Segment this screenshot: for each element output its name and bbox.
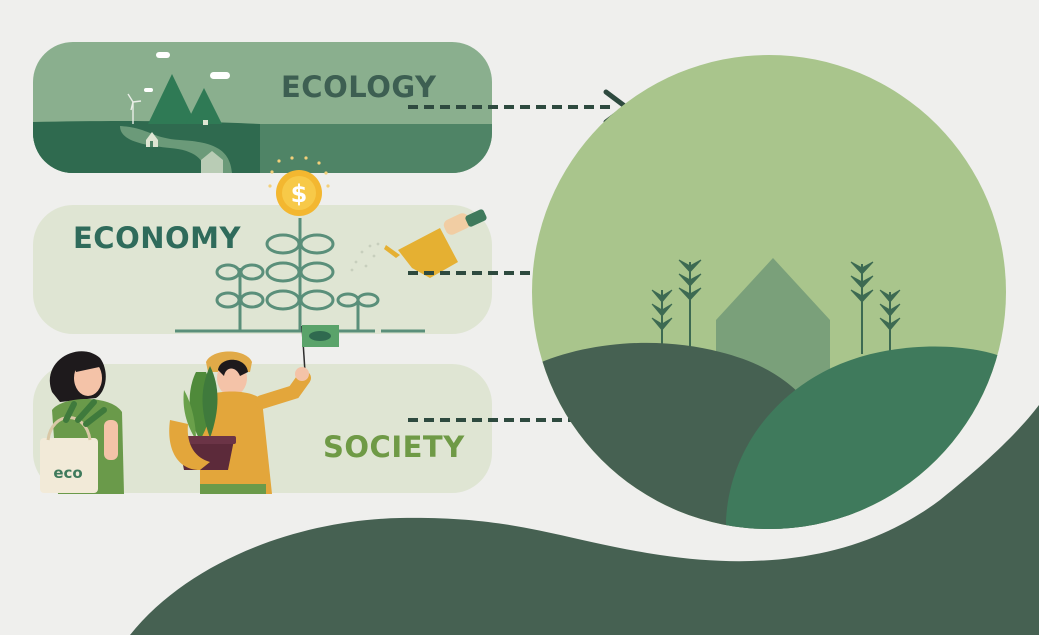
woman-with-eco-bag: eco <box>40 351 124 494</box>
society-label: SOCIETY <box>323 430 465 464</box>
leaf-flag-icon <box>301 325 339 373</box>
sustainability-circle <box>532 55 1006 529</box>
cloud-icon <box>156 52 170 58</box>
mountain-icon <box>148 74 196 124</box>
watering-can-icon <box>350 209 487 278</box>
ecology-label: ECOLOGY <box>281 70 437 104</box>
house-icon <box>201 151 223 173</box>
cloud-icon <box>144 88 153 92</box>
coin-icon: $ <box>268 156 330 216</box>
ecology-panel <box>33 42 492 173</box>
cloud-icon <box>210 72 230 79</box>
windmill-icon <box>127 93 142 124</box>
economy-label: ECONOMY <box>73 221 242 255</box>
mountain-icon <box>186 88 222 124</box>
eco-bag-label: eco <box>53 464 82 482</box>
bottom-wave <box>130 405 1039 635</box>
coin-symbol: $ <box>291 180 308 208</box>
house-icon <box>146 132 158 147</box>
wheat-icon <box>651 259 901 354</box>
growing-plants <box>175 218 425 333</box>
man-with-plant <box>169 351 311 494</box>
